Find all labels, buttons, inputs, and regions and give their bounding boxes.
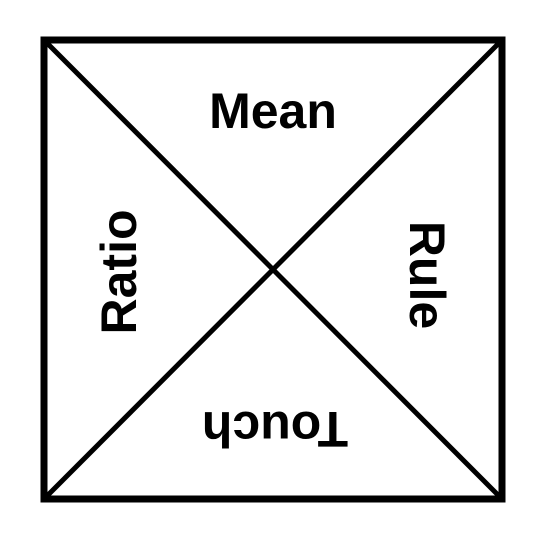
- quadrant-bottom-word: Touch: [202, 401, 348, 457]
- outer-square: [40, 36, 506, 503]
- quadrant-left-word: Ratio: [91, 210, 147, 335]
- diagonal-top-right-to-bottom-left: [42, 38, 504, 501]
- quadrant-top-word: Mean: [209, 83, 337, 139]
- quadrant-right-word: Rule: [399, 221, 455, 329]
